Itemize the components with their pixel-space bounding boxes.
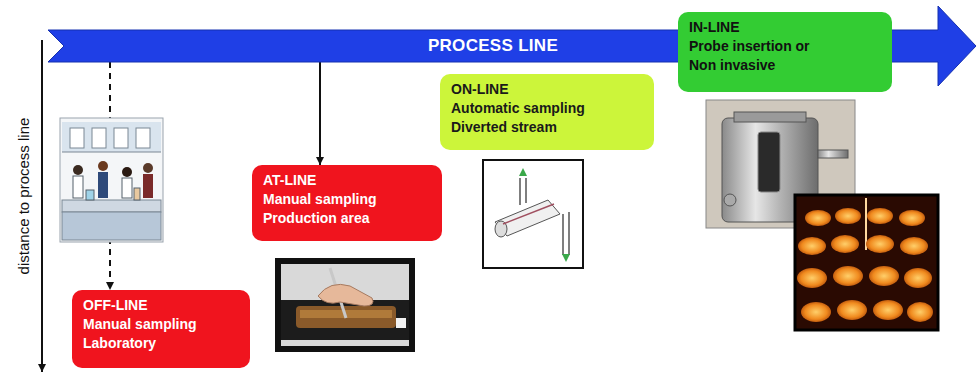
- box-text: Manual sampling: [83, 315, 239, 334]
- at-line-box: AT-LINEManual samplingProduction area: [252, 165, 442, 241]
- off-line-box: OFF-LINEManual samplingLaboratory: [72, 290, 250, 368]
- axis-arrow: [41, 40, 43, 372]
- box-text: Laboratory: [83, 334, 239, 353]
- box-title: OFF-LINE: [83, 296, 239, 315]
- band-title: PROCESS LINE: [428, 36, 558, 56]
- on-line-box: ON-LINEAutomatic samplingDiverted stream: [440, 74, 654, 150]
- box-text: Automatic sampling: [451, 99, 643, 118]
- flow-cell-drawing: [483, 160, 583, 268]
- box-title: AT-LINE: [263, 171, 431, 190]
- at-line-instrument-photo: [275, 258, 415, 352]
- box-text: Probe insertion or: [689, 37, 881, 56]
- axis-label: distance to process line: [14, 71, 34, 321]
- tablets-photo: [795, 195, 938, 330]
- box-title: IN-LINE: [689, 18, 881, 37]
- box-text: Manual sampling: [263, 190, 431, 209]
- box-text: Non invasive: [689, 56, 881, 75]
- box-text: Production area: [263, 209, 431, 228]
- box-title: ON-LINE: [451, 80, 643, 99]
- box-text: Diverted stream: [451, 118, 643, 137]
- sampling-arrow: [319, 62, 321, 165]
- laboratory-illustration: [60, 118, 163, 242]
- in-line-box: IN-LINEProbe insertion orNon invasive: [678, 12, 892, 92]
